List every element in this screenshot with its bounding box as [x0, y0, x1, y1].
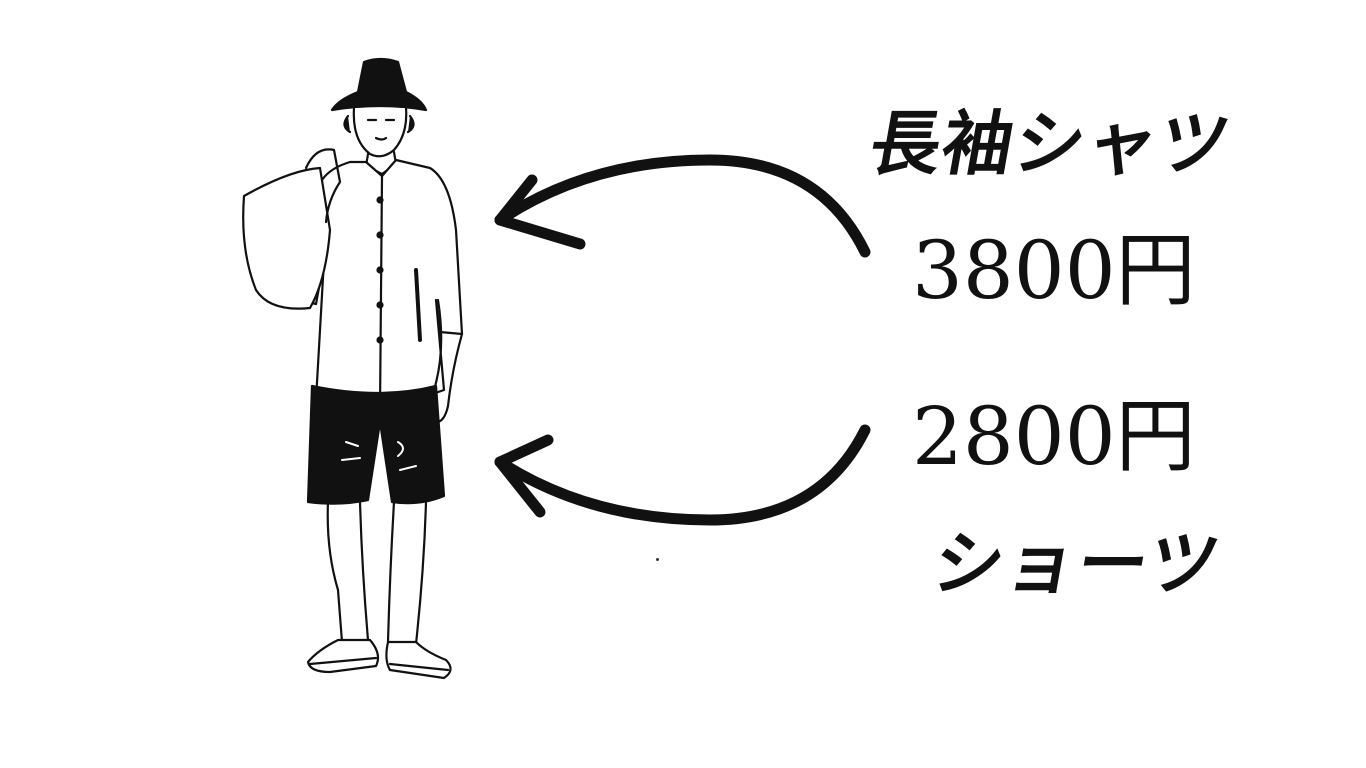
hat-icon: [330, 57, 428, 112]
shorts-price-label: 2800円: [912, 390, 1196, 483]
shirt-name-label: 長袖シャツ: [863, 103, 1239, 185]
ink-dot: [656, 558, 659, 561]
curved-arrow-left-icon: [494, 424, 871, 526]
curved-arrow-left-icon: [494, 154, 871, 258]
arrows: [494, 154, 871, 526]
man-illustration: [242, 57, 464, 680]
shorts-name-label: ショーツ: [926, 523, 1228, 605]
shirt-price-label: 3800円: [912, 224, 1196, 317]
